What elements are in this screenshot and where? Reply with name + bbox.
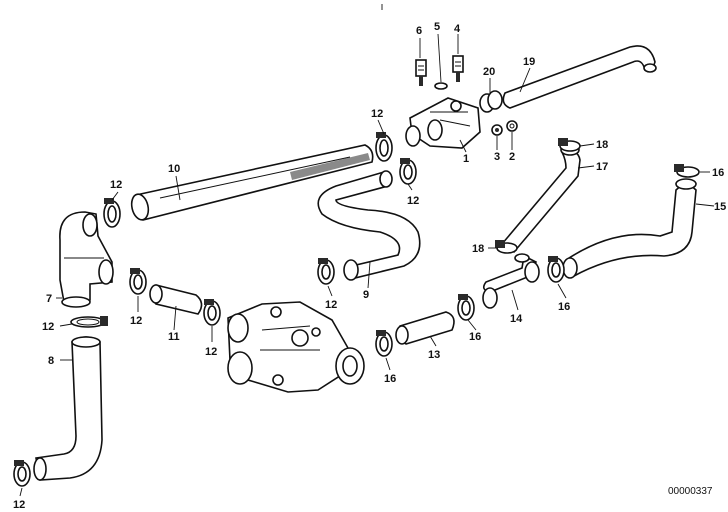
- callout-12: 12: [13, 499, 25, 511]
- callout-12: 12: [110, 179, 122, 191]
- callout-14: 14: [510, 313, 523, 325]
- callout-20: 20: [483, 66, 495, 78]
- callout-16: 16: [384, 373, 396, 385]
- callout-11: 11: [168, 331, 180, 343]
- callout-8: 8: [48, 355, 54, 367]
- clamp-16-pump: [375, 330, 393, 357]
- callout-17: 17: [596, 161, 608, 173]
- callout-12: 12: [371, 108, 383, 120]
- hose-8: [33, 336, 103, 481]
- thermostat-housing-1: [405, 97, 481, 149]
- clamp-16-hose15-bottom: [547, 256, 565, 283]
- callout-10: 10: [168, 163, 180, 175]
- callout-2: 2: [509, 151, 515, 163]
- callout-12: 12: [205, 346, 217, 358]
- leader-lines: [19, 4, 715, 497]
- callout-16: 16: [712, 167, 724, 179]
- callout-16: 16: [469, 331, 481, 343]
- hose-13: [395, 311, 455, 345]
- hose-11: [149, 284, 203, 315]
- clamp-12-hose9-lower: [317, 258, 335, 285]
- callout-12: 12: [325, 299, 337, 311]
- nut-2: [506, 120, 518, 132]
- clamp-18-top: [558, 138, 581, 152]
- clamp-16-hose13: [457, 294, 475, 321]
- callout-5: 5: [434, 21, 440, 33]
- callout-9: 9: [363, 289, 369, 301]
- callout-16: 16: [558, 301, 570, 313]
- clamp-12-elbow: [129, 268, 147, 295]
- clamp-16-hose15-top: [674, 164, 700, 178]
- callout-15: 15: [714, 201, 726, 213]
- callout-7: 7: [46, 293, 52, 305]
- hose-19: [502, 45, 657, 109]
- clamp-12-hose8: [13, 460, 31, 487]
- callout-4: 4: [454, 23, 461, 35]
- callout-6: 6: [416, 25, 422, 37]
- clamp-12-upper-center: [399, 158, 417, 185]
- callout-18: 18: [596, 139, 608, 151]
- callout-18: 18: [472, 243, 484, 255]
- connector-20: [479, 90, 503, 113]
- callout-12: 12: [130, 315, 142, 327]
- callout-13: 13: [428, 349, 440, 361]
- hose-9: [317, 170, 421, 281]
- clamp-12-hose11: [203, 299, 221, 326]
- callout-labels: 6 5 4 20 19 12 1 3 2 18 17 16 15 10 12 1…: [13, 21, 726, 511]
- clamp-12-elbow-bottom: [70, 316, 108, 328]
- elbow-7: [59, 211, 114, 308]
- callout-1: 1: [463, 153, 469, 165]
- sensor-6: [415, 59, 427, 86]
- document-number: 00000337: [668, 486, 713, 497]
- callout-19: 19: [523, 56, 535, 68]
- callout-12: 12: [42, 321, 54, 333]
- hose-15: [562, 178, 697, 279]
- clamp-12-hose10-left: [103, 198, 121, 228]
- callout-12: 12: [407, 195, 419, 207]
- tee-14: [482, 253, 540, 309]
- sensor-4: [452, 55, 464, 82]
- callout-3: 3: [494, 151, 500, 163]
- clamp-12-hose10-right: [375, 132, 393, 162]
- hose-10: [130, 144, 374, 221]
- plug-3: [491, 124, 503, 136]
- water-pump: [227, 301, 365, 393]
- washer-5: [434, 82, 448, 90]
